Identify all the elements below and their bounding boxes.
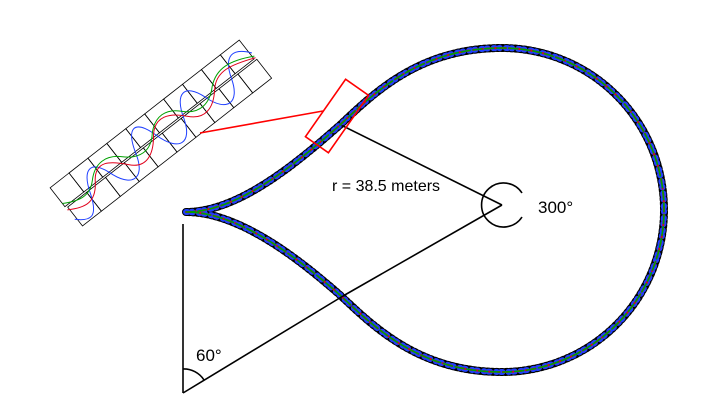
inset-green-trace xyxy=(62,55,255,205)
track-path xyxy=(182,44,668,376)
construction-lines xyxy=(182,125,523,394)
small-angle-label: 60° xyxy=(196,346,222,365)
inset-red-trace xyxy=(67,57,256,211)
highlight xyxy=(199,78,370,154)
highlight-box xyxy=(304,78,370,154)
highlight-arrow xyxy=(199,110,324,134)
apex-to-tangent-line xyxy=(182,295,344,394)
angle-arc-300 xyxy=(480,182,523,228)
radius-line-lower xyxy=(342,204,503,297)
zoom-inset xyxy=(49,39,273,227)
radius-line-upper xyxy=(342,125,503,206)
large-angle-label: 300° xyxy=(538,198,573,217)
inset-blue-trace xyxy=(74,50,253,221)
radius-label: r = 38.5 meters xyxy=(332,178,440,195)
angle-arc-60 xyxy=(182,368,205,381)
